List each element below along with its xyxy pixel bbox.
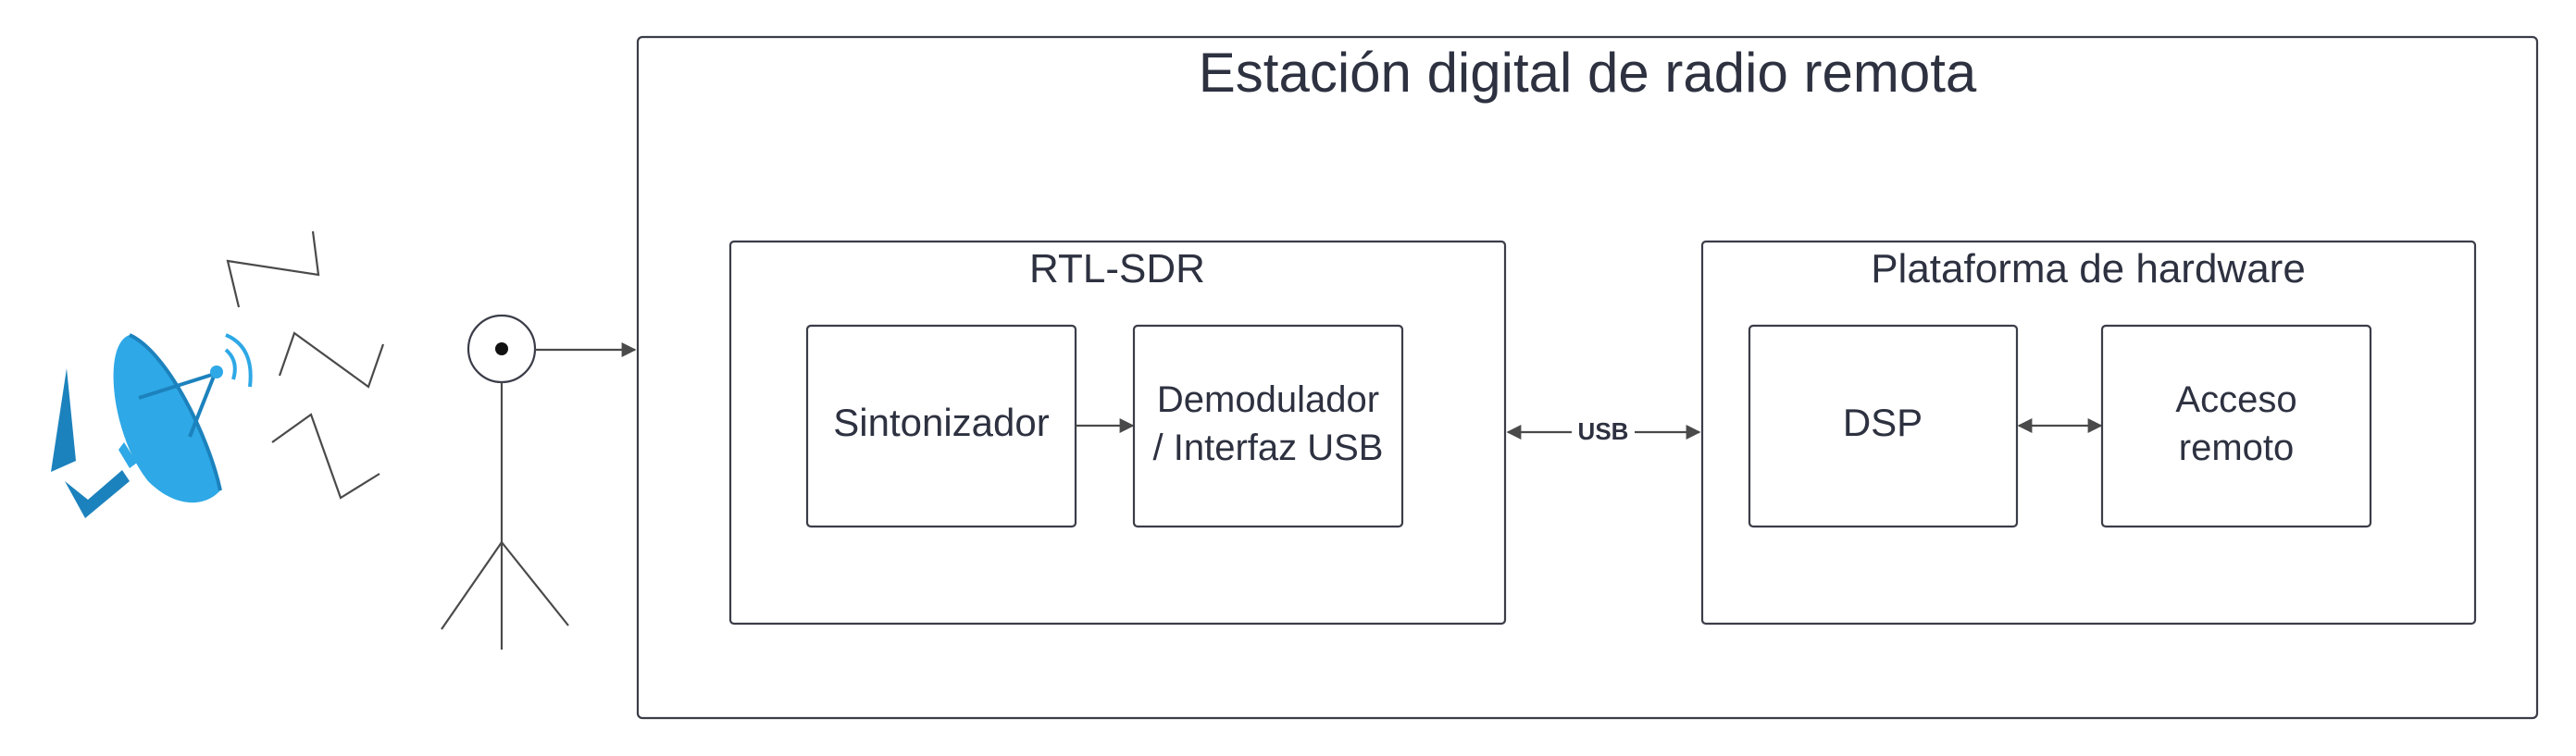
antenna-icon xyxy=(441,314,569,650)
remote-access-label-line1: Acceso xyxy=(2175,379,2296,420)
usb-label-bg xyxy=(1572,416,1635,446)
radio-waves-icon xyxy=(226,230,385,500)
station-title: Estación digital de radio remota xyxy=(1199,42,1977,104)
satellite-dish-icon xyxy=(51,333,253,518)
remote-access-box xyxy=(2100,324,2372,528)
dsp-box xyxy=(1748,324,2019,528)
demodulator-label-line2: / Interfaz USB xyxy=(1153,428,1384,468)
demodulator-box xyxy=(1132,324,1404,528)
hardware-platform-title: Plataforma de hardware xyxy=(1871,246,2306,291)
rtl-sdr-title: RTL-SDR xyxy=(1029,246,1205,291)
dsp-label: DSP xyxy=(1843,401,1923,444)
usb-label: USB xyxy=(1578,417,1629,445)
tuner-label: Sintonizador xyxy=(833,401,1049,444)
demodulator-label-line1: Demodulador xyxy=(1157,379,1379,420)
remote-access-label-line2: remoto xyxy=(2179,428,2295,468)
